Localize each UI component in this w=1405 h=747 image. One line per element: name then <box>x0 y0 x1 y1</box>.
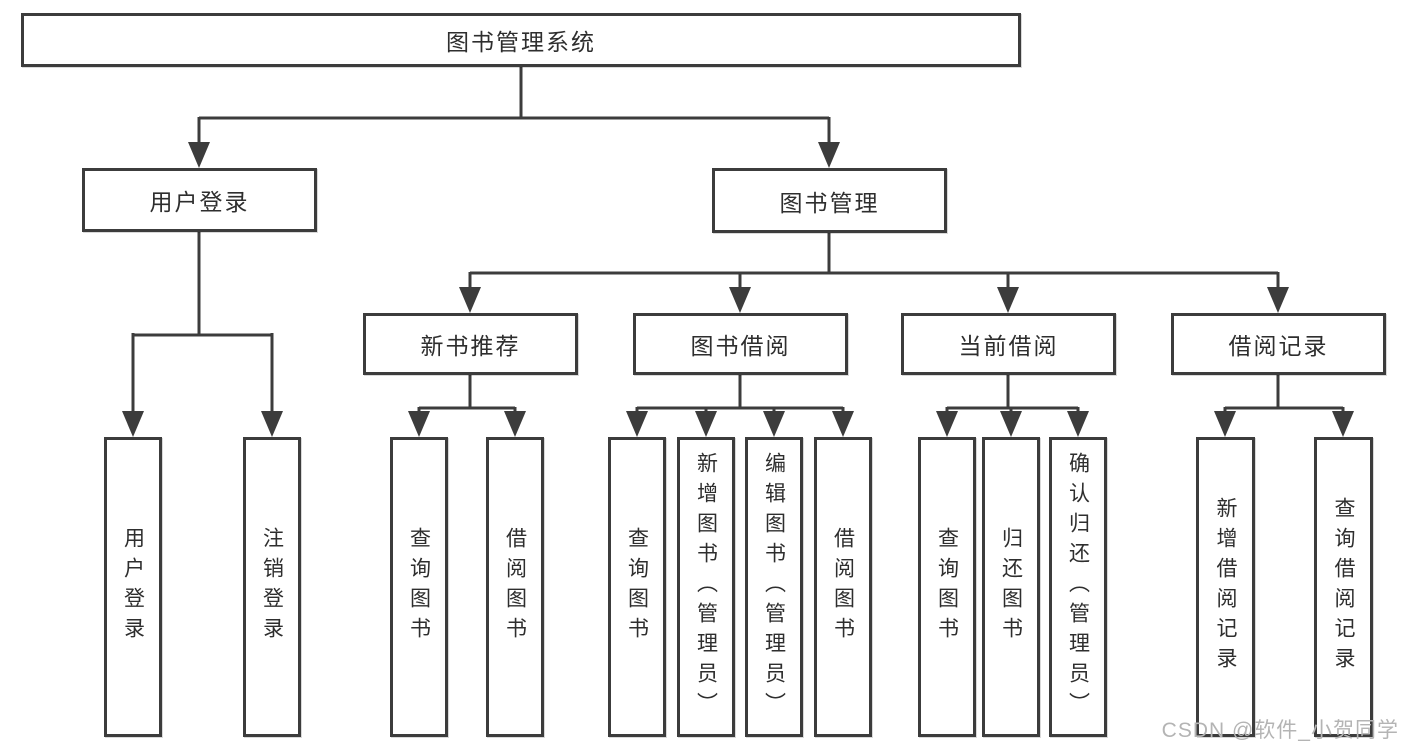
leaf-label: 新增图书（管理员） <box>694 452 718 722</box>
leaf-edit-books-admin: 编辑图书（管理员） <box>745 437 803 737</box>
node-borrow-records: 借阅记录 <box>1171 313 1386 375</box>
leaf-borrow-books-recommend: 借阅图书 <box>486 437 544 737</box>
leaf-label: 查询借阅记录 <box>1332 497 1355 677</box>
leaf-query-borrow-record: 查询借阅记录 <box>1314 437 1373 737</box>
leaf-borrow-books: 借阅图书 <box>814 437 872 737</box>
node-new-book-recommend: 新书推荐 <box>363 313 578 375</box>
node-book-management: 图书管理 <box>712 168 947 233</box>
leaf-label: 借阅图书 <box>831 527 855 647</box>
node-book-borrow: 图书借阅 <box>633 313 848 375</box>
leaf-label: 确认归还（管理员） <box>1066 452 1090 722</box>
leaf-label: 查询图书 <box>625 527 649 647</box>
arrowheads <box>122 142 1354 437</box>
leaf-add-books-admin: 新增图书（管理员） <box>677 437 735 737</box>
leaf-query-books-recommend: 查询图书 <box>390 437 448 737</box>
node-user-login: 用户登录 <box>82 168 317 232</box>
node-current-borrow: 当前借阅 <box>901 313 1116 375</box>
csdn-watermark: CSDN @软件_小贺同学 <box>1161 719 1399 742</box>
leaf-logout: 注销登录 <box>243 437 301 737</box>
leaf-query-books-current: 查询图书 <box>918 437 976 737</box>
leaf-label: 编辑图书（管理员） <box>762 452 786 722</box>
node-library-management-system: 图书管理系统 <box>21 13 1021 67</box>
leaf-label: 归还图书 <box>999 527 1023 647</box>
leaf-label: 借阅图书 <box>503 527 527 647</box>
leaf-label: 新增借阅记录 <box>1214 497 1237 677</box>
leaf-query-books-borrow: 查询图书 <box>608 437 666 737</box>
leaf-add-borrow-record: 新增借阅记录 <box>1196 437 1255 737</box>
leaf-label: 查询图书 <box>407 527 431 647</box>
leaf-label: 用户登录 <box>121 527 145 647</box>
leaf-return-books: 归还图书 <box>982 437 1040 737</box>
leaf-user-login: 用户登录 <box>104 437 162 737</box>
leaf-label: 查询图书 <box>935 527 959 647</box>
leaf-label: 注销登录 <box>260 527 284 647</box>
leaf-confirm-return-admin: 确认归还（管理员） <box>1049 437 1107 737</box>
